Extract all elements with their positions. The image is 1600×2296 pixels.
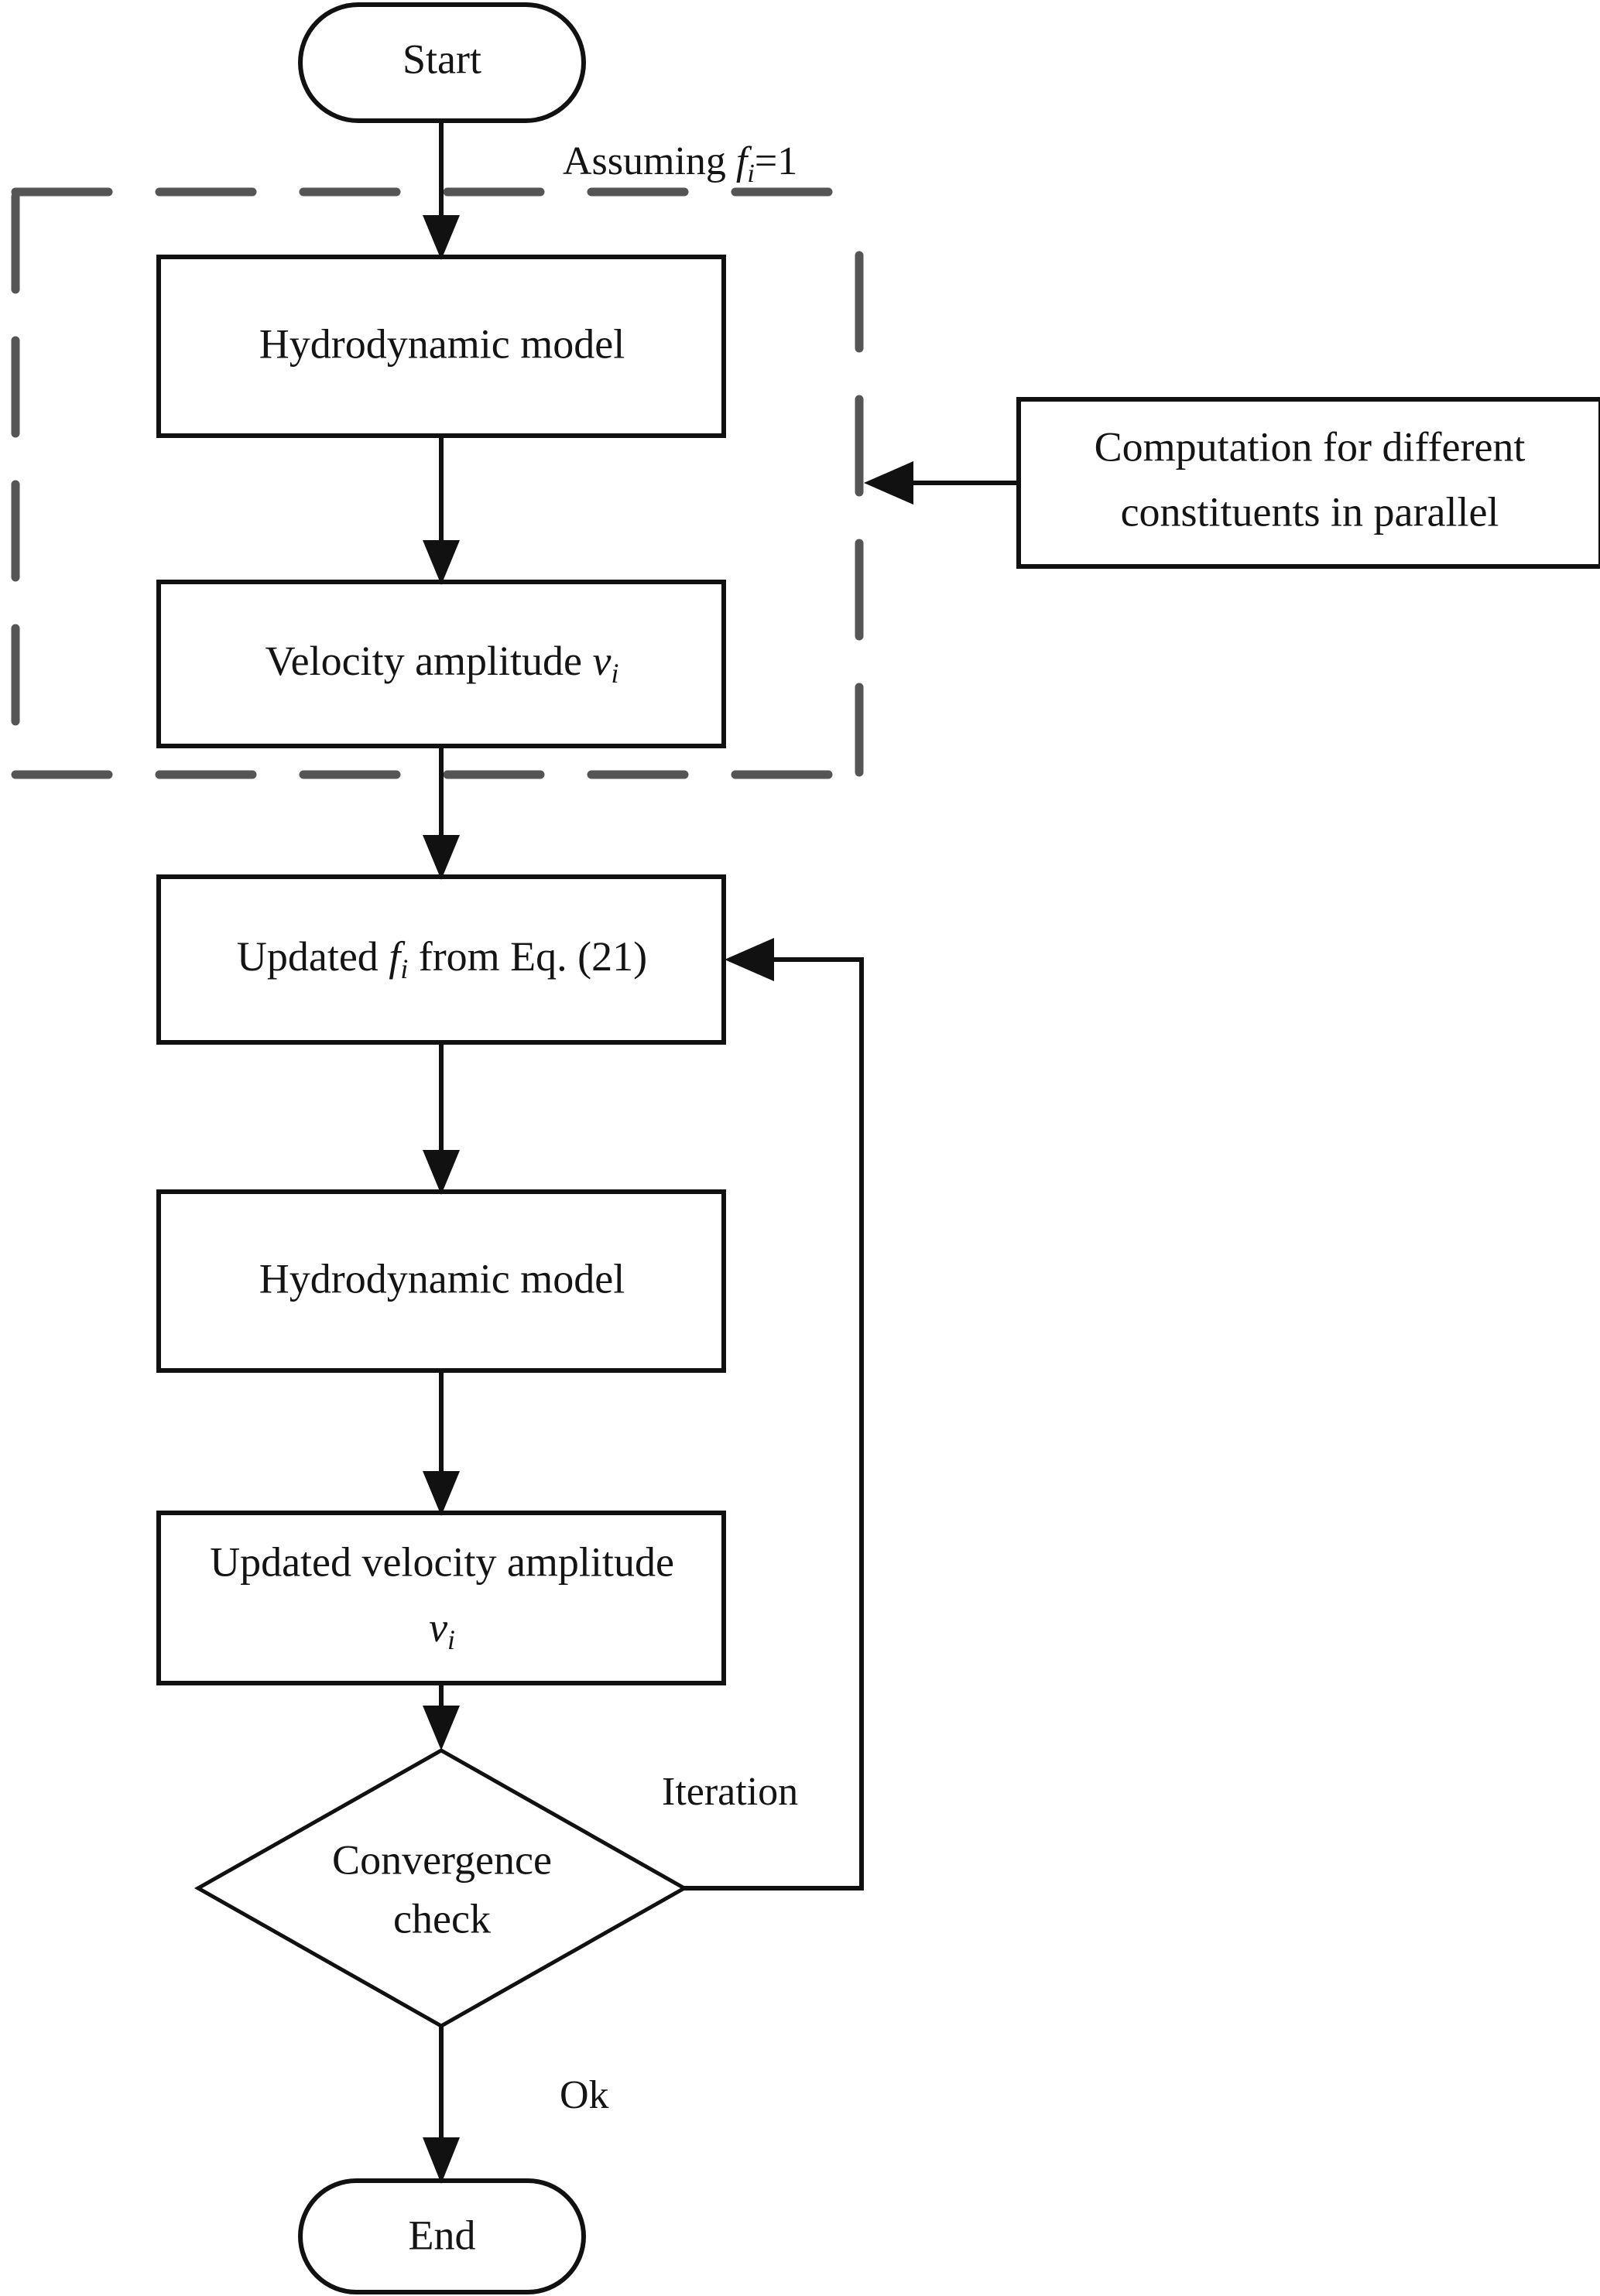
- updated-f-label: Updated fi from Eq. (21): [237, 933, 647, 984]
- hydrodynamic-model-2-label: Hydrodynamic model: [259, 1255, 625, 1302]
- connector-hydro1-to-velocity: [423, 436, 460, 585]
- connector-updatedvelocity-to-diamond: [423, 1683, 460, 1750]
- hydrodynamic-model-1-box[interactable]: [156, 255, 726, 438]
- velocity-amplitude-label: Velocity amplitude vi: [266, 638, 619, 689]
- end-label: End: [409, 2212, 476, 2258]
- assuming-label: Assuming fi=1: [563, 139, 797, 188]
- connector-diamond-to-end: [423, 2026, 460, 2184]
- connector-iteration-feedback: [684, 938, 864, 1891]
- connector-velocity-to-updatedf: [423, 746, 460, 880]
- start-label: Start: [403, 36, 481, 82]
- parallel-note-line1: Computation for different: [1095, 423, 1526, 470]
- hydrodynamic-model-1-label: Hydrodynamic model: [259, 320, 625, 367]
- dashed-group-boundary: [11, 187, 864, 779]
- parallel-note-box[interactable]: [1016, 397, 1600, 569]
- updated-velocity-amplitude-variable: vi: [429, 1604, 455, 1655]
- convergence-check-diamond[interactable]: [194, 1748, 689, 2028]
- convergence-check-line1: Convergence: [332, 1836, 552, 1883]
- connector-updatedf-to-hydro2: [423, 1042, 460, 1195]
- connector-start-to-hydro1: [423, 121, 460, 260]
- ok-label: Ok: [560, 2073, 609, 2117]
- updated-velocity-amplitude-line1: Updated velocity amplitude: [210, 1538, 674, 1585]
- parallel-note-line2: constituents in parallel: [1121, 488, 1499, 535]
- convergence-check-line2: check: [393, 1895, 491, 1942]
- connector-hydro2-to-updatedvelocity: [423, 1370, 460, 1516]
- connector-note-to-group: [864, 461, 1019, 505]
- iteration-label: Iteration: [662, 1770, 798, 1814]
